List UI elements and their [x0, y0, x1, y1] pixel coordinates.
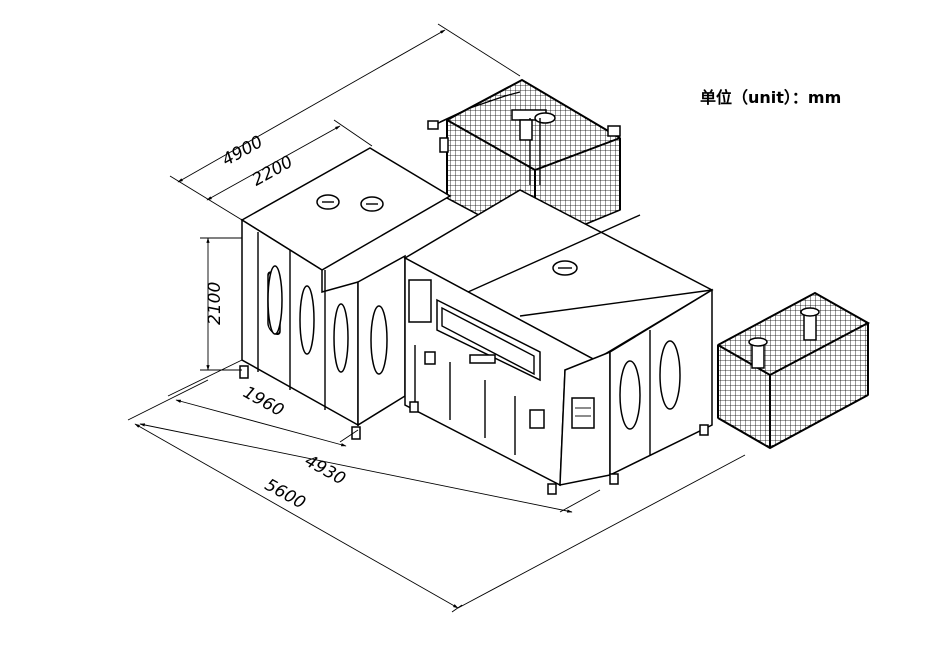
- viewing-window: [436, 298, 541, 382]
- front-mesh-cage: [717, 291, 871, 450]
- dim-label-width-total: 5600: [261, 475, 309, 513]
- main-machine: [403, 189, 714, 495]
- dim-label-depth-total: 4900: [219, 132, 267, 170]
- dimension-lines: [127, 23, 746, 613]
- dim-label-width-small: 1960: [240, 383, 288, 421]
- dim-label-depth-upper: 2200: [249, 152, 297, 190]
- handle: [469, 354, 496, 364]
- unit-label: 单位（unit）：mm: [700, 88, 841, 107]
- bottle-fixture-left: [748, 337, 768, 369]
- dim-label-height: 2100: [205, 282, 225, 325]
- button-panel: [571, 397, 595, 429]
- control-panel: [408, 279, 432, 323]
- dim-label-width-mid: 4930: [301, 451, 349, 489]
- bottle-fixture-right: [800, 307, 820, 341]
